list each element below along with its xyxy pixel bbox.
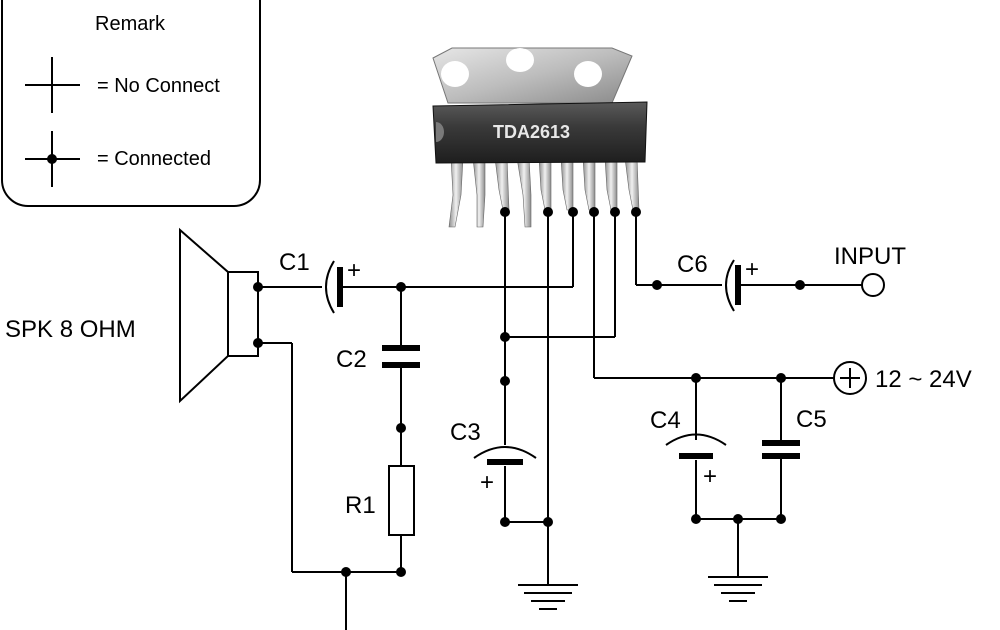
- capacitor-c4: [665, 433, 727, 459]
- c6-plus-sign: +: [745, 256, 759, 283]
- ic-tab-hole-center: [506, 48, 534, 72]
- ground-symbol-right: [708, 576, 768, 602]
- c4-label: C4: [650, 407, 681, 434]
- capacitor-c1: [325, 260, 343, 314]
- c1-label: C1: [279, 249, 310, 276]
- ic-body: [432, 101, 648, 164]
- legend-title: Remark: [95, 13, 166, 35]
- c2-label: C2: [336, 346, 367, 373]
- junction-dots: [253, 207, 805, 577]
- connected-symbol: [25, 131, 80, 187]
- speaker-symbol: [179, 227, 259, 404]
- input-label: INPUT: [834, 243, 906, 270]
- supply-label: 12 ~ 24V: [875, 366, 972, 393]
- remark-legend: Remark = No Connect = Connected: [1, 0, 261, 207]
- capacitor-c3: [473, 446, 537, 465]
- c6-label: C6: [677, 251, 708, 278]
- c5-label: C5: [796, 406, 827, 433]
- ic-tda2613: TDA2613: [432, 47, 648, 228]
- c4-plus-sign: +: [703, 463, 717, 490]
- c3-label: C3: [450, 419, 481, 446]
- input-terminal: [861, 273, 885, 297]
- ic-tab-hole-left: [441, 61, 469, 87]
- legend-box: [1, 0, 261, 207]
- legend-no-connect: = No Connect: [97, 75, 220, 97]
- ic-tab-hole-right: [574, 61, 602, 87]
- ic-notch: [436, 122, 444, 142]
- c3-plus-sign: +: [480, 469, 494, 496]
- speaker-label: SPK 8 OHM: [5, 316, 136, 343]
- capacitor-c5: [762, 440, 800, 459]
- supply-terminal: [833, 361, 867, 395]
- ground-symbol-left: [518, 584, 578, 610]
- c1-plus-sign: +: [347, 257, 361, 284]
- ic-pins: [448, 157, 640, 228]
- r1-label: R1: [345, 492, 376, 519]
- capacitor-c2: [382, 345, 420, 368]
- no-connect-symbol: [25, 57, 80, 113]
- resistor-r1: [388, 465, 415, 536]
- capacitor-c6: [725, 259, 741, 312]
- ic-part-number: TDA2613: [493, 122, 570, 142]
- legend-connected: = Connected: [97, 148, 211, 170]
- ic-heatsink-tab: [432, 47, 633, 104]
